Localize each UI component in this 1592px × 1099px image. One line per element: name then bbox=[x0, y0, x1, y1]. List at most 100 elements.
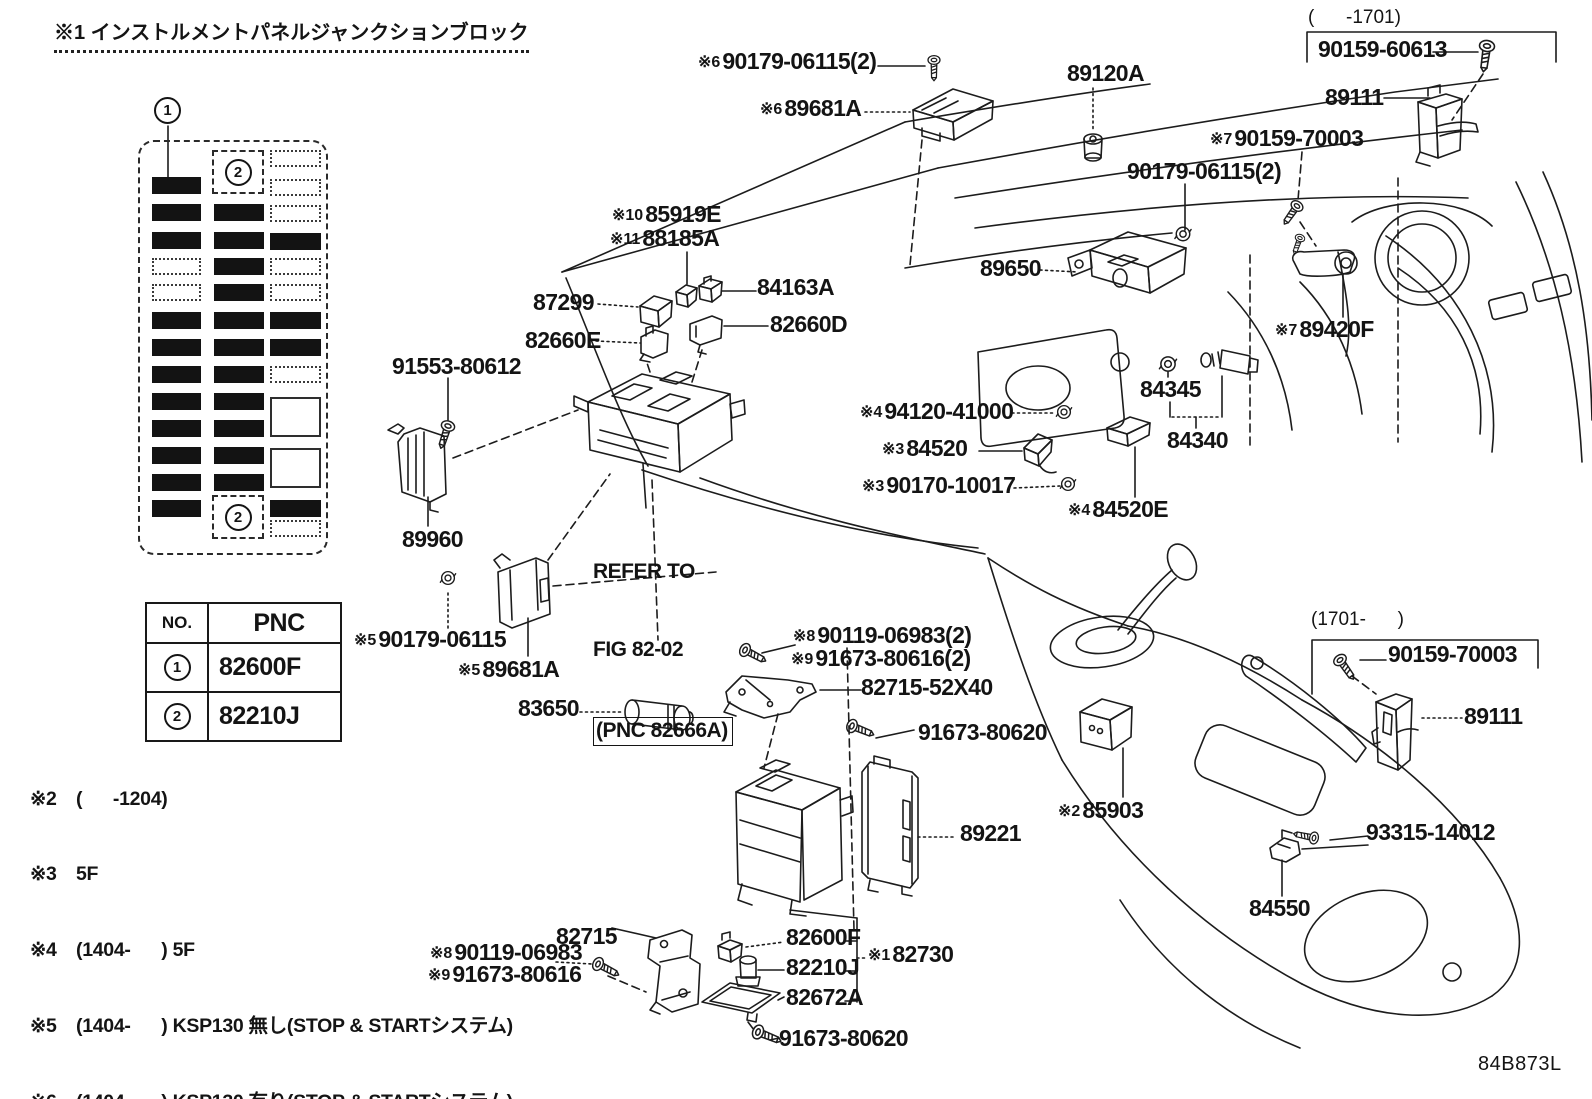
part-label-90179-06115-a: ※690179-06115(2) bbox=[698, 48, 877, 74]
relay-89111-bottom-drawing bbox=[1371, 693, 1419, 771]
fuse-slot bbox=[152, 420, 201, 437]
part-label-89681A-b: ※589681A bbox=[458, 656, 560, 682]
junction-block-drawing bbox=[573, 371, 746, 473]
nut-90179-06115-low bbox=[439, 570, 457, 586]
part-label-83650: 83650 bbox=[518, 695, 580, 721]
part-label-89650: 89650 bbox=[980, 255, 1042, 281]
page-heading: ※1 インストルメントパネルジャンクションブロック bbox=[54, 16, 529, 53]
part-label-89111-bottom: 89111 bbox=[1464, 703, 1523, 729]
part-label-82210J: 82210J bbox=[786, 954, 860, 980]
fuse-slot bbox=[152, 284, 201, 301]
screw-91553-80612 bbox=[433, 418, 457, 452]
fuse-slot bbox=[270, 205, 321, 222]
fuse-slot bbox=[214, 284, 264, 301]
screw-90159-60613 bbox=[1475, 38, 1496, 74]
fuse-slot bbox=[152, 258, 201, 275]
part-label-90170-10017: ※390170-10017 bbox=[862, 472, 1016, 498]
part-label-82660D: 82660D bbox=[770, 311, 848, 337]
fuse-slot bbox=[270, 366, 321, 383]
part-label-89120A: 89120A bbox=[1067, 60, 1145, 86]
console-drawing bbox=[987, 543, 1521, 1049]
unit-85903-drawing bbox=[1079, 698, 1133, 751]
plate-82672A-drawing bbox=[701, 982, 781, 1023]
relay-82660D-drawing bbox=[689, 315, 723, 355]
date-range-label-top: ( -1701) bbox=[1308, 7, 1401, 28]
fuse-slot bbox=[152, 393, 201, 410]
ecu-89221-drawing bbox=[861, 755, 919, 897]
part-label-91673-80616-a: ※991673-80616(2) bbox=[791, 645, 971, 671]
fuse-slot bbox=[152, 312, 201, 329]
diagram-code: 84B873L bbox=[1478, 1053, 1562, 1075]
note-line: ※6(1404- ) KSP130 有り(STOP & STARTシステム) bbox=[30, 1090, 513, 1099]
row-2-pnc: 82210J bbox=[207, 691, 342, 742]
socket-89120A-drawing bbox=[1083, 133, 1103, 162]
relay-85919E-88185A-drawing bbox=[675, 284, 698, 308]
dotted-leaders bbox=[447, 87, 1463, 965]
part-label-94120-41000: ※494120-41000 bbox=[860, 398, 1014, 424]
callout-1: 1 bbox=[154, 97, 181, 124]
fuse-slot bbox=[214, 366, 264, 383]
table-row: 2 82210J bbox=[145, 691, 342, 742]
callout-2-badge: 2 bbox=[224, 503, 252, 531]
fuse-callout-box-top: 2 bbox=[212, 150, 264, 194]
part-label-82715: 82715 bbox=[556, 923, 618, 949]
label-boxes bbox=[1306, 31, 1557, 695]
fuse-slot bbox=[214, 258, 264, 275]
note-line: ※2( -1204) bbox=[30, 787, 168, 810]
ecu-89960-drawing bbox=[387, 423, 447, 513]
screw-90119-06983-bottom bbox=[589, 954, 623, 982]
part-82210J-drawing bbox=[735, 955, 761, 987]
relay-87299-drawing bbox=[639, 295, 673, 328]
fuse-slot bbox=[270, 233, 321, 250]
fuse-slot bbox=[214, 312, 264, 329]
part-label-85903: ※285903 bbox=[1058, 797, 1144, 823]
part-label-91553-80612: 91553-80612 bbox=[392, 353, 522, 379]
ecu-89681A-mid-drawing bbox=[493, 553, 551, 629]
fuse-slot bbox=[214, 339, 264, 356]
part-label-90119-06983-b: ※890119-06983 bbox=[430, 939, 583, 965]
fuse-slot bbox=[152, 474, 201, 491]
part-label-89111-top: 89111 bbox=[1325, 84, 1384, 110]
switch-84520-drawing bbox=[1023, 433, 1057, 474]
fuse-slot bbox=[152, 447, 201, 464]
clip-84550-drawing bbox=[1269, 829, 1301, 863]
part-label-84550: 84550 bbox=[1249, 895, 1311, 921]
part-label-84340: 84340 bbox=[1167, 427, 1229, 453]
block-82730-drawing bbox=[735, 759, 854, 917]
part-label-89681A-a: ※689681A bbox=[760, 95, 862, 121]
fuse-slot bbox=[214, 204, 264, 221]
switch-84340-drawing bbox=[1200, 349, 1259, 375]
part-label-87299: 87299 bbox=[533, 289, 595, 315]
part-label-82600F: 82600F bbox=[786, 924, 861, 950]
ecu-89681A-top-drawing bbox=[912, 88, 994, 142]
fuse-slot bbox=[152, 204, 201, 221]
fuse-slot bbox=[270, 500, 321, 517]
fuse-slot bbox=[152, 232, 201, 249]
dashboard-drawing bbox=[561, 78, 1592, 555]
fuse-slot bbox=[270, 150, 321, 167]
fuse-slot bbox=[214, 447, 264, 464]
part-label-91673-80616-b: ※991673-80616 bbox=[428, 961, 582, 987]
fuse-slot bbox=[270, 284, 321, 301]
cylinder-83650-drawing bbox=[624, 699, 694, 731]
part-label-82715-52X40: 82715-52X40 bbox=[861, 674, 993, 700]
switch-84520E-drawing bbox=[1106, 416, 1151, 447]
row-2-number: 2 bbox=[163, 703, 191, 730]
part-label-90159-60613: 90159-60613 bbox=[1318, 36, 1448, 62]
relay-89111-top-drawing bbox=[1415, 84, 1479, 167]
fuse-slot bbox=[270, 397, 321, 437]
part-label-90179-06115-b: 90179-06115(2) bbox=[1127, 158, 1282, 184]
bracket-82715-52X40-drawing bbox=[723, 675, 817, 719]
fuse-slot bbox=[214, 474, 264, 491]
pnc-table-header-no: NO. bbox=[145, 602, 209, 644]
fuse-slot bbox=[214, 393, 264, 410]
table-row: 1 82600F bbox=[145, 642, 342, 693]
fuse-slot bbox=[270, 339, 321, 356]
unit-89420F-drawing bbox=[1289, 232, 1358, 277]
callout-2-badge: 2 bbox=[224, 158, 252, 186]
fuse-callout-box-bottom: 2 bbox=[212, 495, 264, 539]
note-line: ※5(1404- ) KSP130 無し(STOP & STARTシステム) bbox=[30, 1015, 513, 1038]
fuse-slot bbox=[270, 179, 321, 196]
